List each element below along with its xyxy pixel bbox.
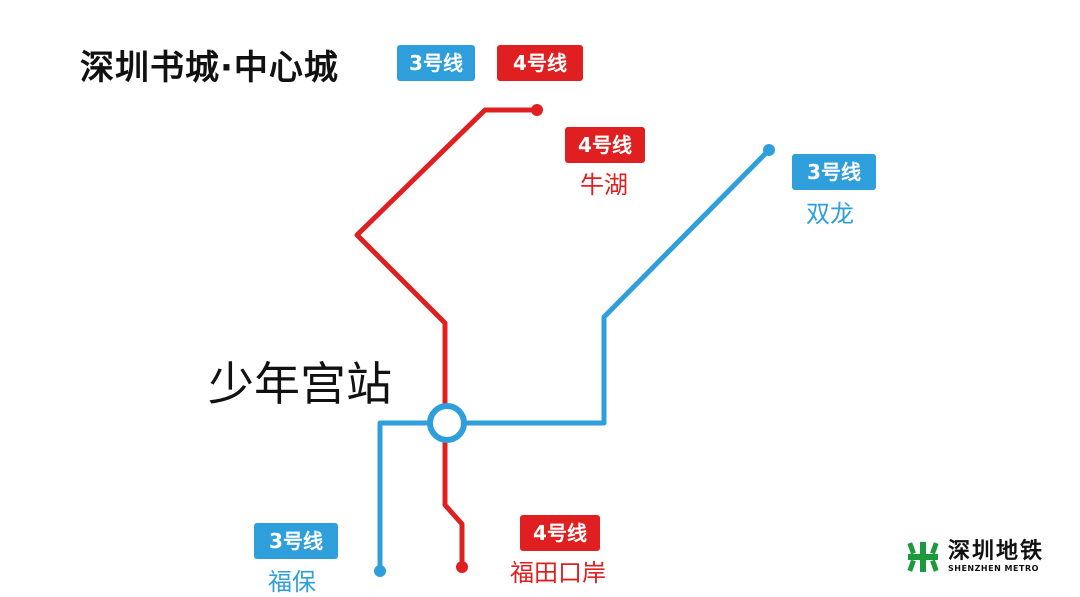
- logo-english-text: SHENZHEN METRO: [948, 564, 1039, 573]
- shuanglong-station-name: 双龙: [806, 200, 854, 228]
- niuhu-line-badge: 4号线: [565, 127, 645, 163]
- futian-port-line-badge: 4号线: [520, 515, 600, 551]
- line4-terminal-niuhu: [531, 104, 543, 116]
- header-badge-line4: 4号线: [497, 45, 583, 81]
- line4-route: [354, 107, 540, 570]
- fubao-station-name: 福保: [268, 568, 316, 596]
- center-station-name: 少年宫站: [208, 357, 392, 411]
- shuanglong-line-badge: 3号线: [792, 154, 876, 190]
- logo-chinese-text: 深圳地铁: [948, 539, 1045, 564]
- page-title: 深圳书城·中心城: [80, 48, 339, 88]
- line4-terminal-futian-port: [456, 561, 468, 573]
- futian-port-station-name: 福田口岸: [510, 559, 606, 587]
- interchange-station-marker: [427, 403, 467, 443]
- line3-terminal-shuanglong: [763, 144, 775, 156]
- line3-route: [377, 147, 772, 574]
- niuhu-station-name: 牛湖: [580, 171, 628, 199]
- shenzhen-metro-logo-icon: [907, 542, 939, 572]
- header-badge-line3: 3号线: [397, 45, 475, 81]
- line3-terminal-fubao: [374, 565, 386, 577]
- fubao-line-badge: 3号线: [254, 523, 338, 559]
- shenzhen-metro-logo: 深圳地铁 SHENZHEN METRO: [906, 540, 1044, 574]
